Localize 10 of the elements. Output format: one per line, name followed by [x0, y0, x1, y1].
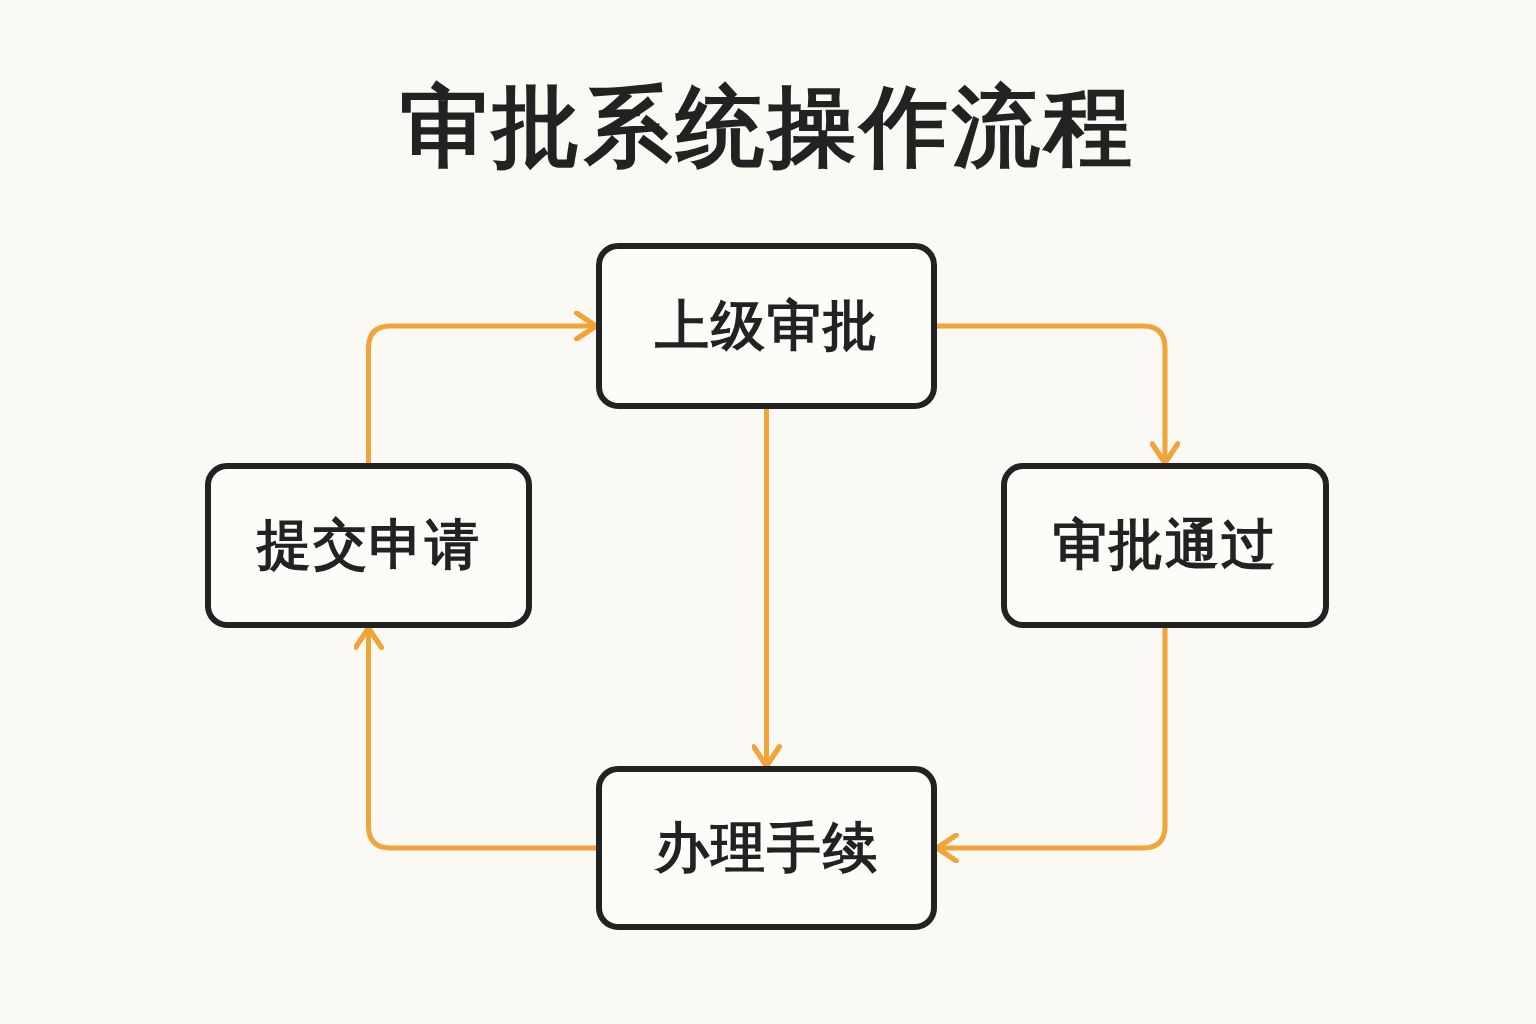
arrow: [750, 406, 783, 769]
node-label: 提交申请: [256, 512, 481, 578]
node-label: 审批通过: [1053, 512, 1277, 578]
process-box: [205, 463, 532, 628]
diagram-title: 审批系统操作流程: [400, 74, 1136, 180]
node-label: 办理手续: [654, 814, 879, 881]
process-box: [596, 243, 937, 409]
process-box: [1001, 463, 1329, 628]
node-label: 上级审批: [654, 292, 879, 359]
process-box: [596, 766, 937, 930]
